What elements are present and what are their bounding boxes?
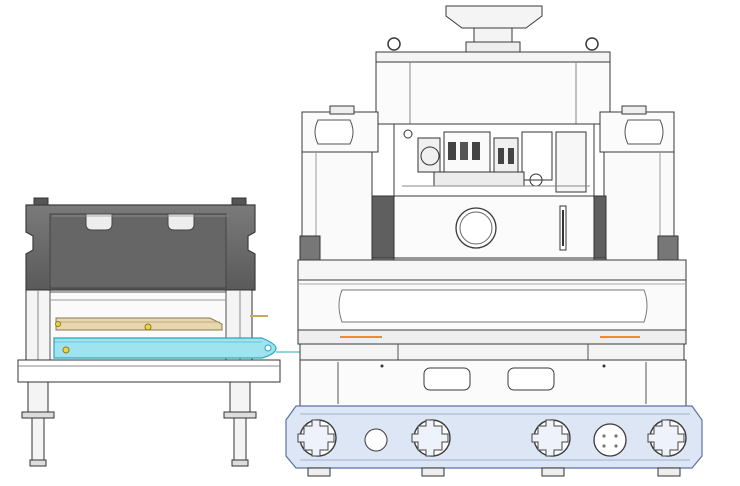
yellow-marker [55, 321, 61, 327]
frame-leg-right [233, 417, 247, 465]
tank-port [455, 207, 497, 249]
track-wheel [411, 419, 451, 457]
track-wheel [531, 419, 571, 457]
track-roller [364, 428, 388, 452]
track-undercarriage [285, 405, 703, 477]
frame-base-beam [17, 359, 281, 383]
top-cap [445, 5, 543, 29]
track-wheel [647, 419, 687, 457]
track-plate [285, 405, 703, 469]
slot-left [423, 367, 471, 391]
main-machine-body [297, 5, 687, 407]
lifting-eye-left [387, 37, 401, 51]
left-test-frame [17, 197, 300, 467]
tan-arm [55, 317, 223, 331]
lifting-eye-right [585, 37, 599, 51]
yellow-marker [62, 346, 70, 354]
frame-notch-right [167, 213, 195, 231]
hydraulic-unit [393, 123, 595, 197]
track-wheel [297, 419, 337, 457]
chassis-top [297, 259, 687, 281]
upper-mast [375, 61, 611, 125]
lower-frame [299, 359, 687, 407]
slot-right [507, 367, 555, 391]
frame-notch-left [85, 213, 113, 231]
frame-inner-panel [49, 213, 227, 289]
frame-leg-left [31, 417, 45, 465]
track-hub [593, 423, 627, 457]
arm-pivot-pin [264, 344, 272, 352]
yellow-marker [144, 323, 152, 331]
cyan-arm-body [53, 337, 277, 359]
loading-arm [53, 337, 300, 359]
